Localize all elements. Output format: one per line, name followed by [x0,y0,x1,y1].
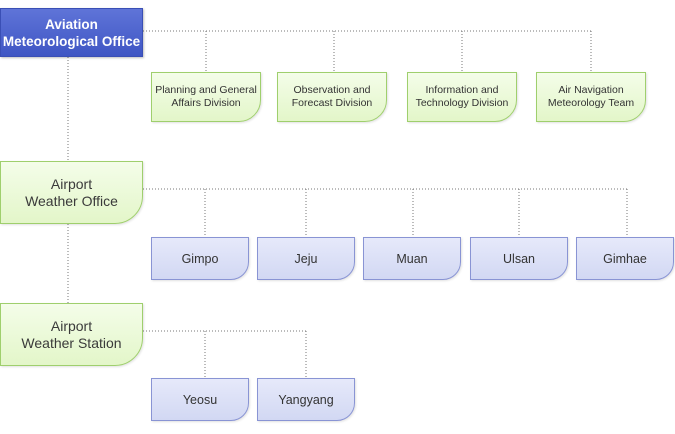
node-label: Gimpo [181,251,219,266]
branch-node-yangyang: Yangyang [257,378,355,421]
node-label-line1: Air Navigation [558,84,624,96]
node-label-line2: Meteorological Office [2,33,141,49]
node-label: Gimhae [603,251,647,266]
node-label: Yangyang [278,392,334,407]
airport-weather-station-node: Airport Weather Station [0,303,143,366]
branch-node-gimhae: Gimhae [576,237,674,280]
node-label: Yeosu [182,392,218,407]
airport-weather-office-node: Airport Weather Office [0,161,143,224]
node-label-line2: Weather Office [25,192,118,209]
node-label: Muan [396,251,428,266]
aviation-meteorological-office-node: Aviation Meteorological Office [0,8,143,57]
branch-node-jeju: Jeju [257,237,355,280]
node-label-line2: Weather Station [21,334,122,351]
node-label-line1: Planning and General [155,84,257,96]
branch-node-gimpo: Gimpo [151,237,249,280]
node-label-line2: Affairs Division [171,97,241,109]
division-node-information: Information and Technology Division [407,72,517,122]
division-node-observation: Observation and Forecast Division [277,72,387,122]
node-label-line1: Airport [50,175,93,192]
division-node-air-navigation: Air Navigation Meteorology Team [536,72,646,122]
node-label-line2: Technology Division [415,97,509,109]
node-label-line1: Information and [425,84,499,96]
branch-node-muan: Muan [363,237,461,280]
node-label-line2: Meteorology Team [547,97,635,109]
node-label: Ulsan [503,251,535,266]
node-label: Jeju [294,251,318,266]
node-label-line2: Forecast Division [291,97,373,109]
branch-node-yeosu: Yeosu [151,378,249,421]
division-node-planning: Planning and General Affairs Division [151,72,261,122]
branch-node-ulsan: Ulsan [470,237,568,280]
node-label-line1: Observation and [293,84,371,96]
node-label-line1: Aviation [45,16,98,32]
node-label-line1: Airport [50,317,93,334]
